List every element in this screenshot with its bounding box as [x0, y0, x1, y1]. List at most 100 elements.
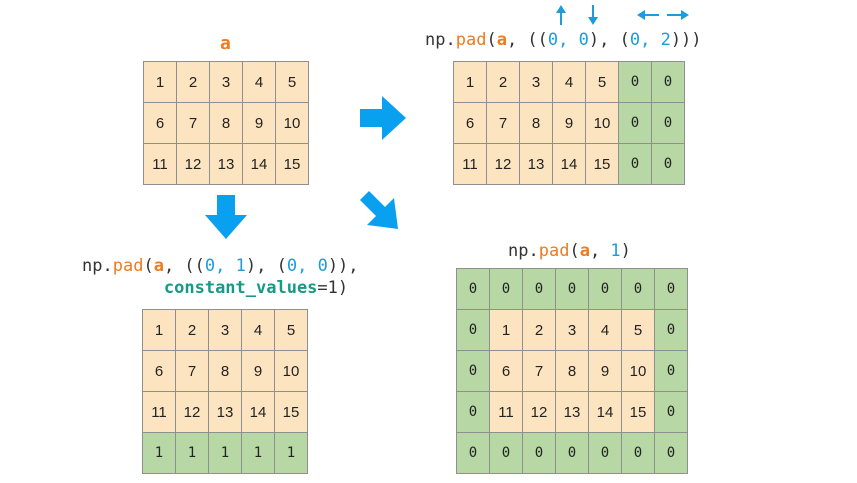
code-token: pad	[538, 241, 570, 261]
array-cell: 12	[523, 392, 555, 432]
array-cell: 8	[520, 103, 552, 143]
pad-bottom-code: np.pad(a, ((0, 1), (0, 0)), constant_val…	[82, 255, 359, 299]
pad-cell: 0	[652, 103, 684, 143]
array-cell: 11	[143, 392, 175, 432]
array-cell: 10	[586, 103, 618, 143]
pad-cell: 0	[457, 351, 489, 391]
code-token: 0	[317, 256, 328, 276]
pad-cell: 0	[490, 269, 522, 309]
pad-cell: 0	[619, 103, 651, 143]
pad-cell: 1	[176, 433, 208, 473]
pad-cell: 0	[619, 144, 651, 184]
array-cell: 15	[622, 392, 654, 432]
array-cell: 11	[490, 392, 522, 432]
array-cell: 4	[589, 310, 621, 350]
pad-cell: 0	[655, 269, 687, 309]
pad-cell: 0	[619, 62, 651, 102]
original-array-label: a	[220, 33, 231, 54]
array-cell: 2	[487, 62, 519, 102]
array-cell: 6	[144, 103, 176, 143]
array-cell: 7	[523, 351, 555, 391]
pad-cell: 0	[652, 144, 684, 184]
pad-cell: 0	[457, 433, 489, 473]
pad-cell: 0	[589, 433, 621, 473]
code-token: , ((	[506, 30, 548, 50]
array-cell: 12	[177, 144, 209, 184]
code-token: )),	[327, 256, 359, 276]
array-cell: 13	[556, 392, 588, 432]
array-cell: 11	[144, 144, 176, 184]
code-token: ,	[640, 30, 661, 50]
arrow-right-small-icon	[667, 10, 689, 20]
code-token: )))	[670, 30, 702, 50]
code-token: np.	[425, 30, 456, 50]
array-cell: 1	[454, 62, 486, 102]
pad-cell: 1	[275, 433, 307, 473]
pad-cell: 0	[622, 433, 654, 473]
array-cell: 1	[490, 310, 522, 350]
code-token: a	[579, 241, 590, 261]
code-token: (	[569, 241, 580, 261]
array-cell: 6	[143, 351, 175, 391]
array-cell: 6	[454, 103, 486, 143]
pad-cell: 0	[655, 392, 687, 432]
array-cell: 3	[556, 310, 588, 350]
pad-cell: 1	[209, 433, 241, 473]
code-token: a	[496, 30, 507, 50]
array-cell: 9	[553, 103, 585, 143]
code-token: 2	[660, 30, 671, 50]
array-cell: 2	[176, 310, 208, 350]
array-cell: 5	[622, 310, 654, 350]
pad-cell: 0	[655, 351, 687, 391]
code-token: pad	[455, 30, 487, 50]
array-cell: 14	[242, 392, 274, 432]
code-token: 0	[286, 256, 298, 276]
pad-cell: 0	[523, 269, 555, 309]
code-token: ,	[558, 30, 579, 50]
code-line: np.pad(a, 1)	[508, 240, 631, 262]
code-token: 0	[204, 256, 216, 276]
code-token: ,	[589, 241, 611, 261]
pad-cell: 0	[457, 392, 489, 432]
array-cell: 10	[622, 351, 654, 391]
array-cell: 1	[143, 310, 175, 350]
code-token: ), (	[245, 256, 287, 276]
array-cell: 5	[276, 62, 308, 102]
array-cell: 15	[275, 392, 307, 432]
array-cell: 7	[177, 103, 209, 143]
code-token: )	[620, 241, 631, 261]
pad-all-code: np.pad(a, 1)	[508, 240, 631, 262]
pad-cell: 0	[622, 269, 654, 309]
array-cell: 13	[210, 144, 242, 184]
code-token: ), (	[588, 30, 630, 50]
pad-cell: 0	[652, 62, 684, 102]
pad-cell: 0	[589, 269, 621, 309]
array-cell: 11	[454, 144, 486, 184]
array-cell: 13	[520, 144, 552, 184]
pad-cell: 1	[143, 433, 175, 473]
code-token: =1)	[317, 278, 349, 298]
array-cell: 13	[209, 392, 241, 432]
code-token: (	[143, 256, 154, 276]
code-token: 0	[578, 30, 589, 50]
array-cell: 4	[553, 62, 585, 102]
array-cell: 7	[176, 351, 208, 391]
array-cell: 10	[275, 351, 307, 391]
arrow-left-small-icon	[637, 10, 659, 20]
array-cell: 4	[243, 62, 275, 102]
pad-cell: 0	[556, 269, 588, 309]
arrow-diagonal-icon	[360, 191, 398, 229]
array-cell: 6	[490, 351, 522, 391]
code-line: constant_values=1)	[82, 277, 359, 299]
code-line: np.pad(a, ((0, 0), (0, 2)))	[425, 29, 702, 51]
array-cell: 7	[487, 103, 519, 143]
array-cell: 3	[210, 62, 242, 102]
code-token: 0	[629, 30, 641, 50]
array-cell: 15	[586, 144, 618, 184]
code-token	[82, 278, 164, 298]
code-token: a	[153, 256, 164, 276]
array-cell: 14	[243, 144, 275, 184]
arrow-up-small-icon	[556, 5, 566, 25]
